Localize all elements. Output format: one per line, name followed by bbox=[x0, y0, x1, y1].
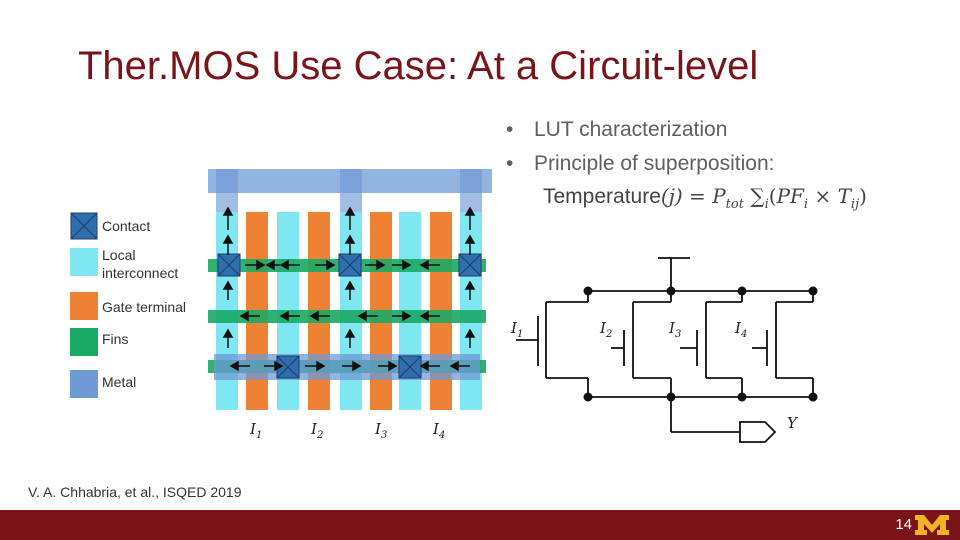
gate-terminal-swatch bbox=[70, 292, 98, 320]
formula-t: T bbox=[837, 184, 851, 208]
formula-t-sub: ij bbox=[850, 197, 860, 213]
contact-swatch-svg bbox=[70, 212, 98, 240]
schematic-label-i1: I1 bbox=[510, 319, 523, 340]
local-interconnect-swatch bbox=[70, 248, 98, 276]
formula-times: × bbox=[808, 184, 838, 208]
schematic-label-y: Y bbox=[787, 414, 799, 432]
layout-label-i3: I3 bbox=[374, 420, 387, 441]
legend-label-contact: Contact bbox=[102, 218, 151, 234]
legend-label-fins: Fins bbox=[102, 331, 129, 347]
formula-sum: ∑ bbox=[743, 184, 765, 208]
bullet-lut: • LUT characterization bbox=[504, 116, 774, 150]
fins-swatch bbox=[70, 328, 98, 356]
university-m-logo-icon bbox=[915, 515, 949, 535]
contact-icon bbox=[217, 253, 241, 277]
layout-label-i4: I4 bbox=[432, 420, 445, 441]
formula-paren-open: ( bbox=[768, 184, 777, 208]
formula-sum-sub: i bbox=[764, 197, 769, 213]
contact-icon bbox=[458, 253, 482, 277]
bullet-text: LUT characterization bbox=[534, 118, 728, 141]
bullet-dot-icon: • bbox=[506, 118, 514, 141]
contact-icon bbox=[276, 355, 300, 379]
superposition-formula: Temperature(j) = Ptot ∑i(PFi × Tij) bbox=[543, 184, 867, 212]
bullet-list: • LUT characterization • Principle of su… bbox=[504, 116, 774, 184]
slide-title: Ther.MOS Use Case: At a Circuit-level bbox=[78, 44, 759, 88]
schematic-label-i3: I3 bbox=[668, 319, 681, 340]
contact-swatch-icon bbox=[70, 212, 98, 240]
layout-label-i2: I2 bbox=[310, 420, 323, 441]
footer-bar: 14 bbox=[0, 510, 960, 540]
formula-pf: PF bbox=[776, 184, 804, 208]
formula-arg: (j) bbox=[660, 184, 683, 208]
formula-label: Temperature bbox=[543, 185, 661, 208]
layout-label-i1: I1 bbox=[249, 420, 262, 441]
metal-swatch bbox=[70, 370, 98, 398]
metal-bottom-bar bbox=[214, 354, 480, 380]
legend-label-metal: Metal bbox=[102, 374, 137, 390]
formula-paren-close: ) bbox=[859, 184, 867, 208]
contact-icon bbox=[398, 355, 422, 379]
citation: V. A. Chhabria, et al., ISQED 2019 bbox=[28, 484, 242, 500]
contact-icon bbox=[338, 253, 362, 277]
schematic-label-i2: I2 bbox=[599, 319, 612, 340]
fin bbox=[208, 310, 486, 323]
formula-pf-sub: i bbox=[803, 197, 809, 213]
current-arrows-icon bbox=[222, 206, 476, 372]
legend-label-gate: Gate terminal bbox=[102, 299, 187, 315]
schematic-label-i4: I4 bbox=[734, 319, 747, 340]
formula-p-sub: tot bbox=[725, 197, 744, 213]
legend-label-local-interconnect: Local interconnect bbox=[102, 247, 179, 281]
bullet-superposition: • Principle of superposition: bbox=[504, 150, 774, 184]
page-number: 14 bbox=[895, 516, 912, 533]
formula-eq: = bbox=[682, 184, 713, 208]
bullet-text: Principle of superposition: bbox=[534, 152, 775, 175]
formula-p: P bbox=[712, 184, 726, 208]
bullet-dot-icon: • bbox=[506, 152, 514, 175]
